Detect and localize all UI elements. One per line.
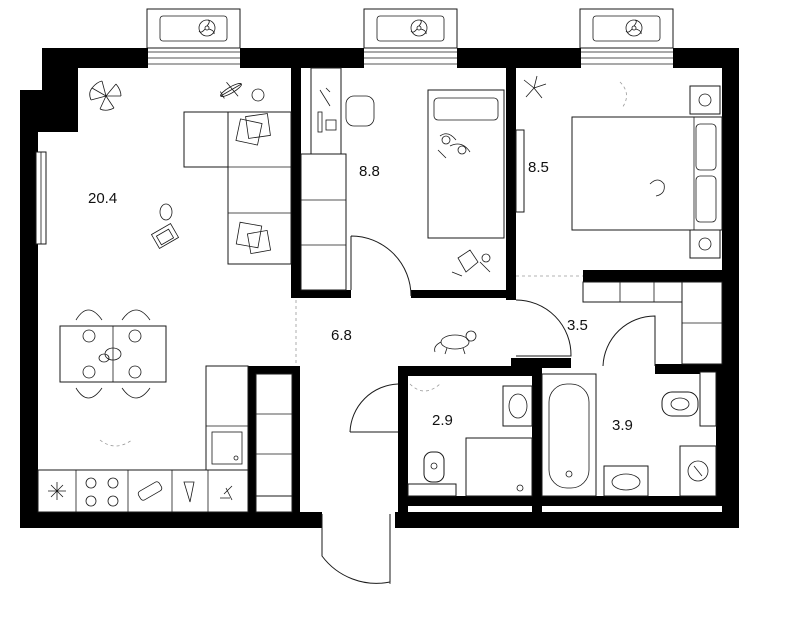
door-bedroom — [515, 299, 572, 357]
room-area-corridor: 3.5 — [567, 317, 588, 334]
double-bed — [571, 116, 723, 231]
bathroom-room: 3.9 — [541, 371, 717, 497]
kids-bedroom-room: 8.8 — [300, 67, 505, 297]
room-area-kids-bedroom: 8.8 — [359, 163, 380, 180]
snowflake-icon — [48, 482, 66, 500]
plant-icon — [89, 80, 122, 111]
door-bathroom — [602, 315, 656, 367]
window-box-living — [146, 8, 241, 49]
room-area-toilet: 2.9 — [432, 412, 453, 429]
wc-toilet — [423, 451, 445, 483]
plant-icon — [523, 75, 547, 99]
bathtub — [541, 373, 597, 497]
cat-icon — [434, 330, 477, 355]
bedroom-room: 8.5 — [515, 75, 723, 277]
washing-machine — [679, 445, 717, 497]
wc-sink — [502, 385, 533, 427]
corridor-wardrobe — [582, 281, 723, 365]
dining-table — [59, 309, 167, 399]
kitchen-counter — [37, 365, 249, 513]
fan-icon — [625, 19, 643, 37]
window-box-kids — [363, 8, 458, 49]
toys — [451, 249, 491, 277]
wardrobe-bedroom — [515, 129, 525, 213]
room-area-bathroom: 3.9 — [612, 417, 633, 434]
window-boxes — [146, 8, 674, 49]
toilet-room: 2.9 — [407, 383, 533, 497]
small-plant-icon — [220, 485, 233, 501]
window-box-bedroom — [579, 8, 674, 49]
coffee-items — [150, 203, 180, 249]
hallway-room: 6.8 — [255, 300, 477, 584]
door-wc — [349, 383, 399, 433]
wc-shower — [465, 437, 533, 497]
living-kitchen-room: 20.4 — [37, 80, 292, 513]
bath-toilet — [661, 391, 699, 417]
hall-wardrobe — [255, 373, 293, 513]
fan-icon — [410, 19, 428, 37]
vase-icon — [183, 481, 195, 503]
desk-kids — [310, 67, 375, 155]
room-area-bedroom: 8.5 — [528, 159, 549, 176]
kids-bed — [427, 89, 505, 239]
room-area-hallway: 6.8 — [331, 327, 352, 344]
room-area-living-kitchen: 20.4 — [88, 190, 117, 207]
bath-sink — [603, 465, 649, 497]
entrance-door — [321, 514, 391, 584]
door-kids — [350, 235, 412, 297]
sofa — [183, 111, 292, 265]
fan-icon — [198, 19, 216, 37]
hob-icon — [85, 477, 119, 507]
nightstands — [689, 85, 721, 259]
wardrobe-kids — [300, 153, 347, 291]
corridor-room: 3.5 — [515, 281, 723, 367]
walls — [20, 48, 739, 528]
ball-icon — [251, 88, 265, 102]
airplane-toy-icon — [219, 81, 242, 99]
